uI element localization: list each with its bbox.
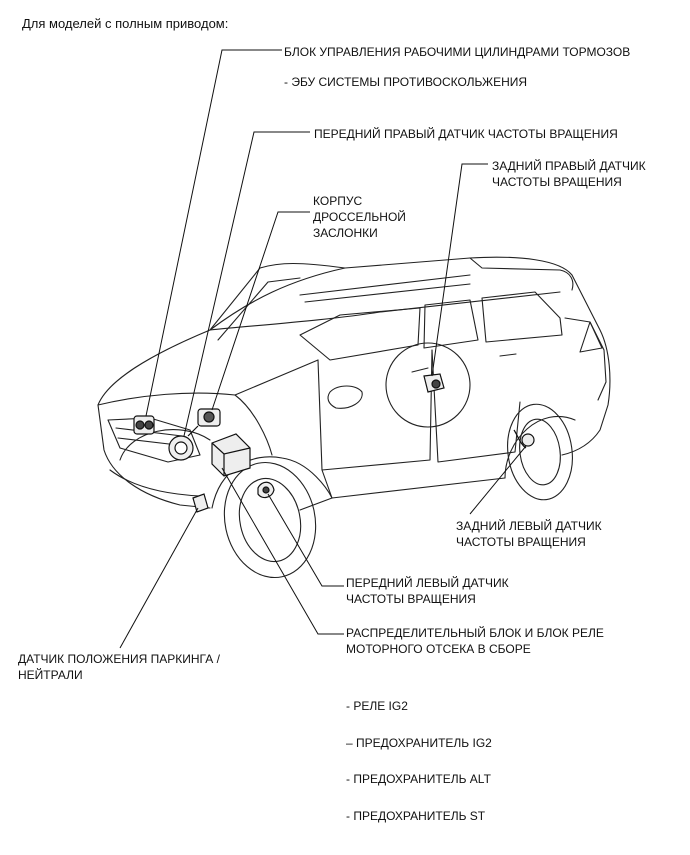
label-rear-right-sensor-2: ЧАСТОТЫ ВРАЩЕНИЯ <box>492 175 622 189</box>
label-brake-ecu: БЛОК УПРАВЛЕНИЯ РАБОЧИМИ ЦИЛИНДРАМИ ТОРМ… <box>284 45 631 59</box>
leader-front-left-sensor <box>267 493 344 587</box>
car-outline <box>97 256 611 579</box>
label-rear-left-sensor-1: ЗАДНИЙ ЛЕВЫЙ ДАТЧИК <box>456 519 602 533</box>
front-right-speed-sensor-icon <box>168 425 199 461</box>
leader-rear-right-sensor <box>431 163 488 377</box>
label-fuse-st: - ПРЕДОХРАНИТЕЛЬ ST <box>346 809 486 823</box>
leader-rear-left-sensor <box>469 445 527 515</box>
park-neutral-sensor-icon <box>192 493 209 513</box>
label-park-sensor-2: НЕЙТРАЛИ <box>18 668 83 682</box>
label-throttle-2: ДРОССЕЛЬНОЙ <box>313 210 406 224</box>
rear-left-speed-sensor-icon <box>513 429 535 449</box>
diagram-heading: Для моделей с полным приводом: <box>22 16 229 31</box>
leader-front-right-sensor <box>183 131 310 437</box>
throttle-body-icon <box>197 408 221 427</box>
leader-park-sensor <box>119 507 199 649</box>
label-front-left-sensor-2: ЧАСТОТЫ ВРАЩЕНИЯ <box>346 592 476 606</box>
label-rear-left-sensor-2: ЧАСТОТЫ ВРАЩЕНИЯ <box>456 535 586 549</box>
label-park-sensor-1: ДАТЧИК ПОЛОЖЕНИЯ ПАРКИНГА / <box>18 652 220 666</box>
label-throttle-1: КОРПУС <box>313 194 363 208</box>
label-throttle-3: ЗАСЛОНКИ <box>313 226 378 240</box>
rear-right-speed-sensor-icon <box>423 373 445 393</box>
label-brake-ecu-sub: - ЭБУ СИСТЕМЫ ПРОТИВОСКОЛЬЖЕНИЯ <box>284 75 528 89</box>
label-front-left-sensor-1: ПЕРЕДНИЙ ЛЕВЫЙ ДАТЧИК <box>346 576 509 590</box>
label-relay-ig2: - РЕЛЕ IG2 <box>346 699 408 713</box>
label-fuse-alt: - ПРЕДОХРАНИТЕЛЬ ALT <box>346 772 491 786</box>
components <box>133 373 535 513</box>
label-front-right-sensor: ПЕРЕДНИЙ ПРАВЫЙ ДАТЧИК ЧАСТОТЫ ВРАЩЕНИЯ <box>314 127 618 141</box>
label-rear-right-sensor-1: ЗАДНИЙ ПРАВЫЙ ДАТЧИК <box>492 159 646 173</box>
leader-lines <box>119 49 527 649</box>
label-fuse-ig2: – ПРЕДОХРАНИТЕЛЬ IG2 <box>346 736 492 750</box>
leader-throttle <box>211 211 310 411</box>
label-relay-block-2: МОТОРНОГО ОТСЕКА В СБОРЕ <box>346 642 531 656</box>
relay-block-icon <box>211 433 251 477</box>
brake-actuator-icon <box>133 415 155 435</box>
label-relay-block-1: РАСПРЕДЕЛИТЕЛЬНЫЙ БЛОК И БЛОК РЕЛЕ <box>346 626 604 640</box>
front-left-speed-sensor-icon <box>257 481 275 499</box>
leader-relay-block <box>221 467 344 635</box>
leader-brake-ecu <box>145 49 282 417</box>
